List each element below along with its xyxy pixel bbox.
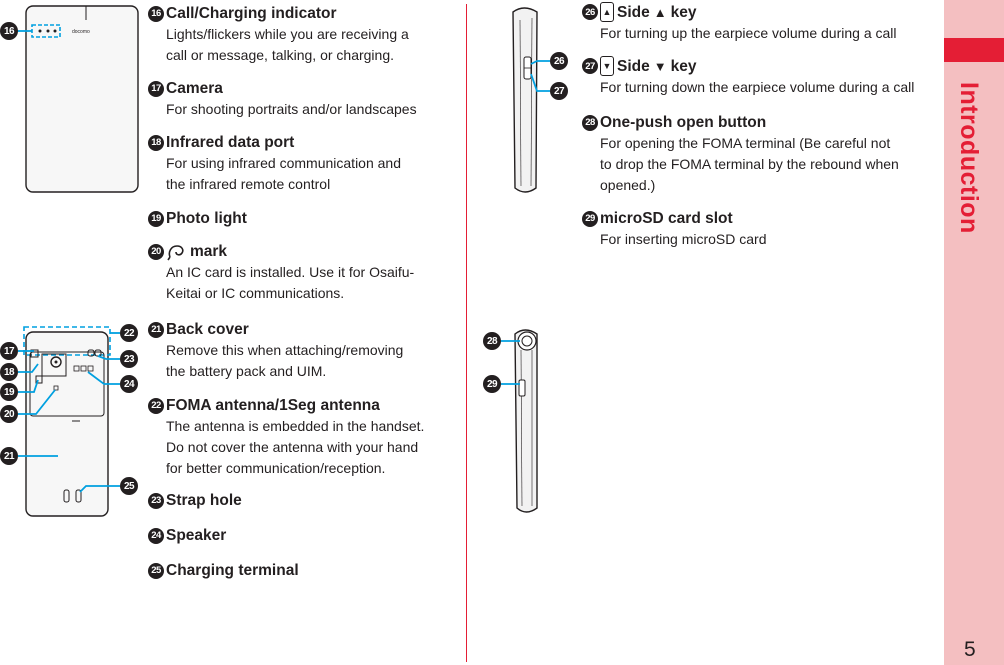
entry-number: 27 [582, 58, 598, 74]
entry-title: Photo light [166, 210, 247, 227]
entry-side-down-key: 27▼Side▼key For turning down the earpiec… [582, 56, 914, 98]
entry-desc-line: Remove this when attaching/removing [166, 342, 404, 358]
callout-16: 16 [0, 22, 18, 40]
entry-title: Strap hole [166, 492, 242, 509]
entry-title: Speaker [166, 527, 227, 544]
column-divider [466, 4, 467, 662]
phone-side-view-top [512, 7, 550, 193]
entry-title: microSD card slot [600, 210, 733, 227]
entry-title: Charging terminal [166, 562, 299, 579]
entry-title: mark [190, 243, 228, 260]
entry-side-up-key: 26▲Side▲key For turning up the earpiece … [582, 2, 897, 44]
entry-desc-line: For inserting microSD card [600, 231, 767, 247]
sidebar-label: Introduction [955, 82, 983, 234]
entry-number: 23 [148, 492, 164, 509]
entry-title-suffix: key [670, 3, 697, 21]
callout-18: 18 [0, 363, 18, 381]
entry-title: Camera [166, 80, 223, 97]
entry-desc-line: the infrared remote control [166, 176, 331, 192]
callout-20: 20 [0, 405, 18, 423]
phone-closed-front: docomo [17, 5, 139, 193]
entry-title: Infrared data port [166, 134, 295, 151]
entry-number: 18 [148, 134, 164, 151]
entry-desc-line: For shooting portraits and/or landscapes [166, 101, 417, 117]
entry-title: FOMA antenna/1Seg antenna [166, 397, 380, 414]
entry-number: 28 [582, 114, 598, 131]
side-down-key-icon: ▼ [600, 56, 614, 76]
sidebar-tab-marker [944, 38, 1004, 62]
entry-desc-line: Keitai or IC communications. [166, 285, 345, 301]
callout-24: 24 [120, 375, 138, 393]
entry-number: 26 [582, 4, 598, 20]
entry-number: 22 [148, 397, 164, 414]
callout-28: 28 [483, 332, 501, 350]
callout-29: 29 [483, 375, 501, 393]
entry-number: 29 [582, 210, 598, 227]
callout-27: 27 [550, 82, 568, 100]
entry-number: 25 [148, 562, 164, 579]
entry-number: 24 [148, 527, 164, 544]
entry-desc-line: An IC card is installed. Use it for Osai… [166, 264, 415, 280]
entry-desc-line: to drop the FOMA terminal by the rebound… [600, 156, 899, 172]
entry-desc-line: For turning up the earpiece volume durin… [600, 25, 897, 41]
entry-desc-line: The antenna is embedded in the handset. [166, 418, 425, 434]
triangle-up-icon: ▲ [653, 4, 667, 20]
callout-26: 26 [550, 52, 568, 70]
page-number: 5 [964, 638, 976, 661]
entry-desc-line: Lights/flickers while you are receiving … [166, 26, 409, 42]
entry-title: Back cover [166, 321, 249, 338]
side-up-key-icon: ▲ [600, 2, 614, 22]
callout-23: 23 [120, 350, 138, 368]
entry-number: 21 [148, 321, 164, 338]
callout-22: 22 [120, 324, 138, 342]
entry-number: 19 [148, 210, 164, 227]
illustrations: docomo [17, 5, 550, 517]
callout-21: 21 [0, 447, 18, 465]
triangle-down-icon: ▼ [653, 58, 667, 74]
entry-desc-line: for better communication/reception. [166, 460, 386, 476]
entry-desc-line: call or message, talking, or charging. [166, 47, 394, 63]
entry-title: Call/Charging indicator [166, 5, 337, 22]
entry-title-suffix: key [670, 57, 697, 75]
entry-number: 20 [148, 243, 164, 260]
phone-side-view-bottom [501, 329, 538, 513]
entry-title: Side [617, 57, 650, 75]
entry-number: 16 [148, 5, 164, 22]
callout-17: 17 [0, 342, 18, 360]
entry-desc-line: For opening the FOMA terminal (Be carefu… [600, 135, 891, 151]
entry-desc-line: Do not cover the antenna with your hand [166, 439, 419, 455]
sidebar [944, 0, 1004, 665]
callout-19: 19 [0, 383, 18, 401]
callout-25: 25 [120, 477, 138, 495]
entry-ic-card-mark: 20 mark An IC card is installed. Use it … [148, 242, 414, 304]
entry-desc-line: For using infrared communication and [166, 155, 402, 171]
entry-title: One-push open button [600, 114, 767, 131]
entry-desc-line: the battery pack and UIM. [166, 363, 327, 379]
entry-number: 17 [148, 80, 164, 97]
phone-logo: docomo [72, 29, 90, 35]
entry-title: Side [617, 3, 650, 21]
felica-icon [167, 244, 184, 260]
entry-desc-line: opened.) [600, 177, 656, 193]
phone-closed-back [18, 326, 120, 517]
entry-desc-line: For turning down the earpiece volume dur… [600, 79, 915, 95]
